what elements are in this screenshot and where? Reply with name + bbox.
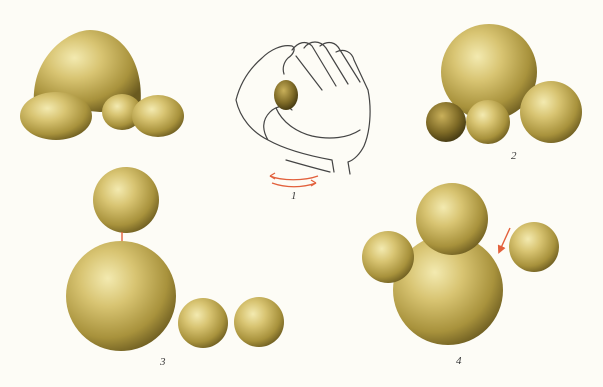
medium-ball [520,81,582,143]
step-3-assembly [66,167,284,351]
small-ball [178,298,228,348]
head-ball [416,183,488,255]
attach-arrow [500,228,510,250]
rolling-motion-arrow [270,173,318,187]
side-ball [362,231,414,283]
ball-group-top-right [426,24,582,144]
small-ball [466,100,510,144]
small-ball [20,92,92,140]
step-4-assembly [362,183,559,345]
wrist-lines [286,160,330,172]
side-ball [509,222,559,272]
step-label-3: 3 [160,356,166,368]
body-ball [66,241,176,351]
head-ball [93,167,159,233]
small-ball [132,95,184,137]
small-ball [426,102,466,142]
step-label-4: 4 [456,355,462,367]
step-label-1: 1 [291,190,297,202]
step-label-2: 2 [511,150,517,162]
ball-between-hands [274,80,298,110]
small-ball [234,297,284,347]
rolling-hands-illustration [236,42,370,174]
ball-group-top-left [20,30,184,140]
